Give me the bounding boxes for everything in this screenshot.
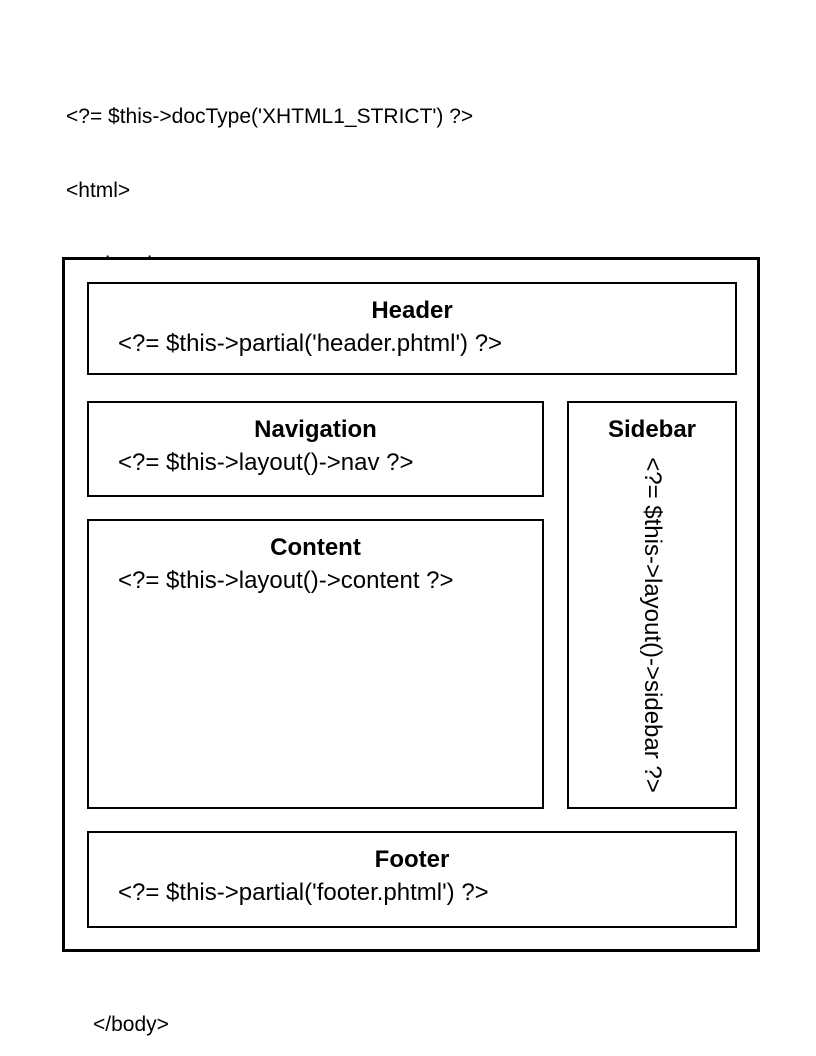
body-layout-box: Header <?= $this->partial('header.phtml'…: [62, 257, 760, 952]
footer-region-title: Footer: [374, 846, 450, 873]
footer-region-box: Footer <?= $this->partial('footer.phtml'…: [87, 831, 737, 928]
header-region-box: Header <?= $this->partial('header.phtml'…: [87, 282, 737, 375]
sidebar-region-title: Sidebar: [607, 416, 697, 443]
navigation-region-code: <?= $this->layout()->nav ?>: [118, 449, 414, 476]
navigation-region-title: Navigation: [254, 416, 377, 443]
header-region-code: <?= $this->partial('header.phtml') ?>: [118, 330, 503, 357]
content-region-title: Content: [270, 534, 361, 561]
content-region-box: Content <?= $this->layout()->content ?>: [87, 519, 544, 809]
sidebar-region-code: <?= $this->layout()->sidebar ?>: [639, 457, 666, 793]
content-region-code: <?= $this->layout()->content ?>: [118, 567, 454, 594]
footer-region-code: <?= $this->partial('footer.phtml') ?>: [118, 879, 489, 906]
header-region-title: Header: [371, 297, 453, 324]
code-line: <?= $this->docType('XHTML1_STRICT') ?>: [66, 105, 474, 129]
closing-tags-code-block: </body> </html>: [66, 964, 169, 1056]
navigation-region-box: Navigation <?= $this->layout()->nav ?>: [87, 401, 544, 497]
code-line: </body>: [93, 1013, 169, 1037]
code-line: <html>: [66, 178, 131, 202]
sidebar-region-box: Sidebar <?= $this->layout()->sidebar ?>: [567, 401, 737, 809]
